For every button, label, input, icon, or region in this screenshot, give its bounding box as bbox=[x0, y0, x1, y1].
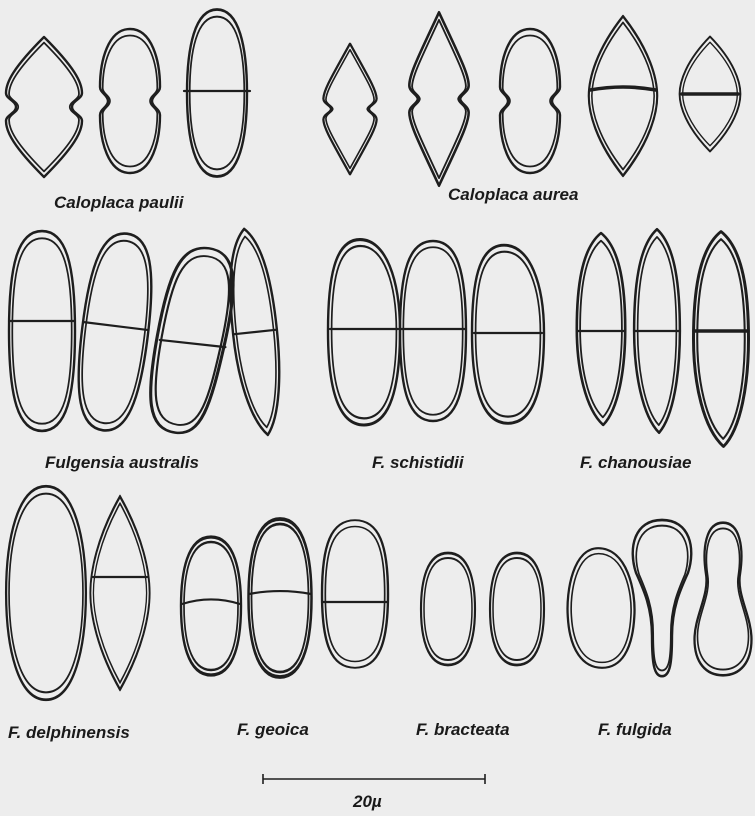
label-f-delphinensis: F. delphinensis bbox=[8, 723, 130, 742]
label-fulgensia-australis: Fulgensia australis bbox=[45, 453, 199, 472]
label-caloplaca-aurea: Caloplaca aurea bbox=[448, 185, 578, 204]
spore-f-geoica-3 bbox=[322, 520, 388, 668]
spore-fulgensia-australis-4 bbox=[222, 227, 287, 438]
spore-f-delphinensis-1 bbox=[6, 486, 86, 699]
spore-caloplaca-paulii-3 bbox=[184, 9, 250, 176]
spore-caloplaca-aurea-2 bbox=[409, 12, 468, 185]
spore-fulgensia-australis-2 bbox=[70, 230, 160, 435]
spore-f-bracteata-2 bbox=[490, 553, 544, 665]
spore-f-delphinensis-2 bbox=[90, 496, 149, 689]
label-f-chanousiae: F. chanousiae bbox=[580, 453, 691, 472]
spore-f-fulgida-2 bbox=[633, 520, 692, 676]
spore-f-geoica-2 bbox=[249, 519, 312, 677]
label-caloplaca-paulii: Caloplaca paulii bbox=[54, 193, 185, 212]
spore-f-chanousiae-2 bbox=[634, 229, 680, 433]
spore-caloplaca-aurea-3 bbox=[500, 29, 560, 173]
spore-f-fulgida-3 bbox=[695, 523, 752, 676]
spore-f-schistidii-2 bbox=[400, 241, 466, 421]
spore-f-schistidii-1 bbox=[328, 240, 400, 425]
scale-bar: 20µ bbox=[263, 774, 485, 811]
scale-bar-label: 20µ bbox=[352, 792, 382, 811]
label-f-bracteata: F. bracteata bbox=[416, 720, 510, 739]
spore-f-fulgida-1 bbox=[568, 548, 635, 668]
spore-caloplaca-paulii-1 bbox=[6, 37, 82, 177]
spore-caloplaca-paulii-2 bbox=[100, 29, 160, 173]
spore-f-geoica-1 bbox=[181, 537, 241, 675]
label-f-schistidii: F. schistidii bbox=[372, 453, 465, 472]
spore-caloplaca-aurea-1 bbox=[323, 44, 376, 175]
spore-fulgensia-australis-1 bbox=[9, 231, 75, 431]
label-f-fulgida: F. fulgida bbox=[598, 720, 672, 739]
spore-f-chanousiae-1 bbox=[577, 233, 625, 425]
spore-caloplaca-aurea-4 bbox=[589, 16, 657, 176]
label-f-geoica: F. geoica bbox=[237, 720, 309, 739]
spore-f-bracteata-1 bbox=[421, 553, 475, 665]
spore-f-chanousiae-3 bbox=[694, 231, 749, 446]
spore-fulgensia-australis-3 bbox=[144, 243, 239, 438]
spore-caloplaca-aurea-5 bbox=[680, 37, 741, 152]
spore-f-schistidii-3 bbox=[472, 245, 544, 423]
